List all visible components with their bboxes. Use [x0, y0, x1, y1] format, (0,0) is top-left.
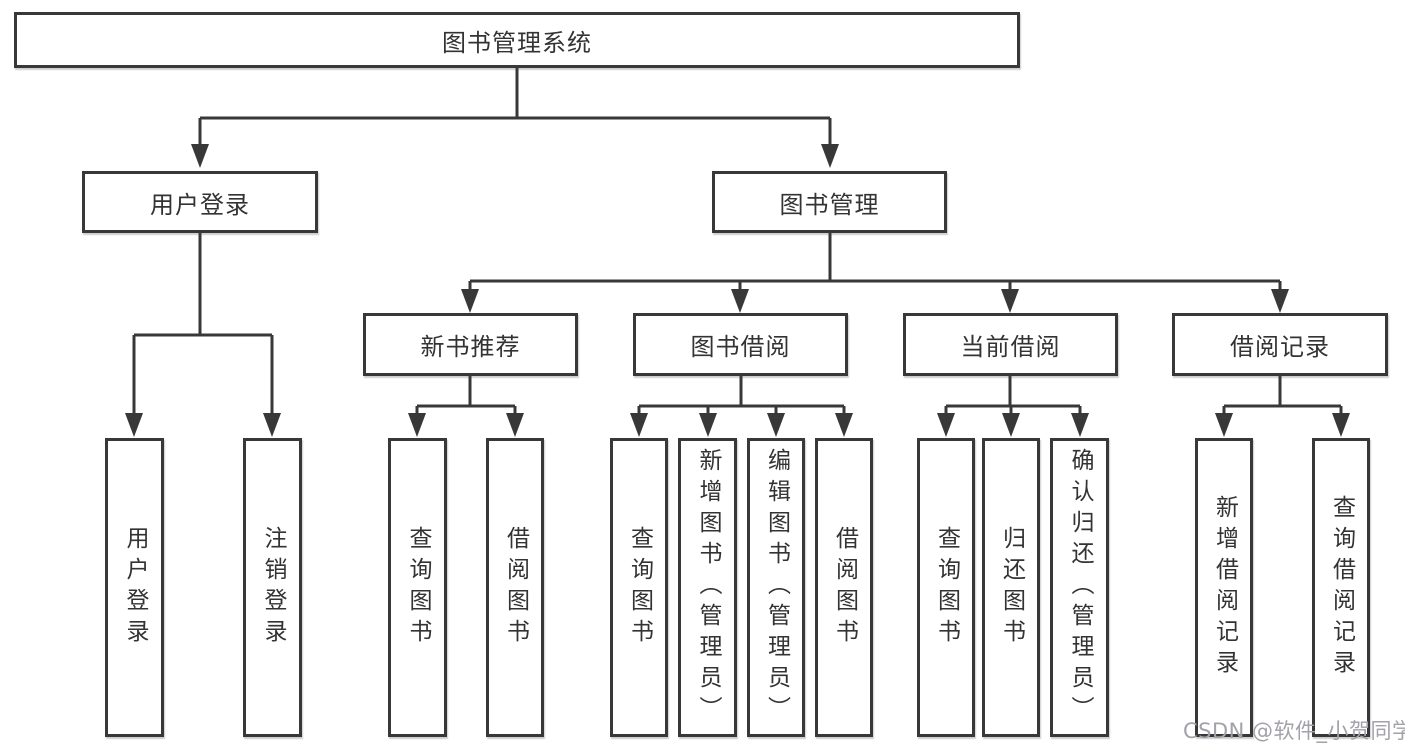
leaf-label: 归还图书 — [998, 525, 1025, 650]
leaf-label: 查询图书 — [405, 525, 431, 650]
leaf-query-borrow-record: 查询借阅记录 — [1312, 438, 1370, 737]
node-label: 用户登录 — [150, 190, 250, 219]
leaf-query-books-current: 查询图书 — [917, 438, 975, 737]
leaf-label: 新增图书（管理员） — [695, 448, 721, 727]
node-label: 借阅记录 — [1230, 333, 1330, 361]
node-borrow-records: 借阅记录 — [1172, 313, 1388, 376]
node-label: 图书管理 — [779, 190, 880, 219]
node-label: 新书推荐 — [420, 333, 521, 361]
csdn-watermark: CSDN @软件_小贺同学 — [1183, 719, 1405, 743]
leaf-label: 用户登录 — [122, 525, 148, 650]
leaf-label: 查询图书 — [933, 525, 960, 650]
node-user-login: 用户登录 — [82, 171, 318, 233]
leaf-query-books-borrow: 查询图书 — [610, 438, 668, 737]
node-book-borrow: 图书借阅 — [633, 313, 848, 376]
leaf-label: 编辑图书（管理员） — [763, 448, 790, 727]
leaf-return-books: 归还图书 — [982, 438, 1040, 737]
leaf-label: 确认归还（管理员） — [1067, 448, 1093, 727]
leaf-label: 查询借阅记录 — [1328, 494, 1355, 681]
node-book-management: 图书管理 — [712, 171, 947, 233]
leaf-add-books-admin: 新增图书（管理员） — [678, 438, 737, 737]
leaf-query-books-recommend: 查询图书 — [388, 438, 447, 737]
node-label: 当前借阅 — [960, 333, 1061, 361]
node-label: 图书管理系统 — [442, 28, 592, 57]
node-library-system: 图书管理系统 — [14, 12, 1020, 68]
node-new-book-recommend: 新书推荐 — [363, 313, 578, 376]
leaf-label: 注销登录 — [260, 525, 286, 650]
leaf-add-borrow-record: 新增借阅记录 — [1195, 438, 1253, 737]
node-current-borrow: 当前借阅 — [903, 313, 1118, 376]
node-label: 图书借阅 — [690, 333, 791, 361]
leaf-label: 借阅图书 — [831, 525, 858, 650]
leaf-edit-books-admin: 编辑图书（管理员） — [747, 438, 805, 737]
leaf-label: 查询图书 — [626, 525, 653, 650]
leaf-user-login: 用户登录 — [105, 438, 164, 737]
leaf-label: 新增借阅记录 — [1211, 494, 1238, 681]
leaf-logout: 注销登录 — [243, 438, 302, 737]
leaf-label: 借阅图书 — [502, 525, 529, 650]
leaf-confirm-return-admin: 确认归还（管理员） — [1050, 438, 1109, 737]
leaf-borrow-books-recommend: 借阅图书 — [486, 438, 544, 737]
leaf-borrow-books: 借阅图书 — [815, 438, 873, 737]
